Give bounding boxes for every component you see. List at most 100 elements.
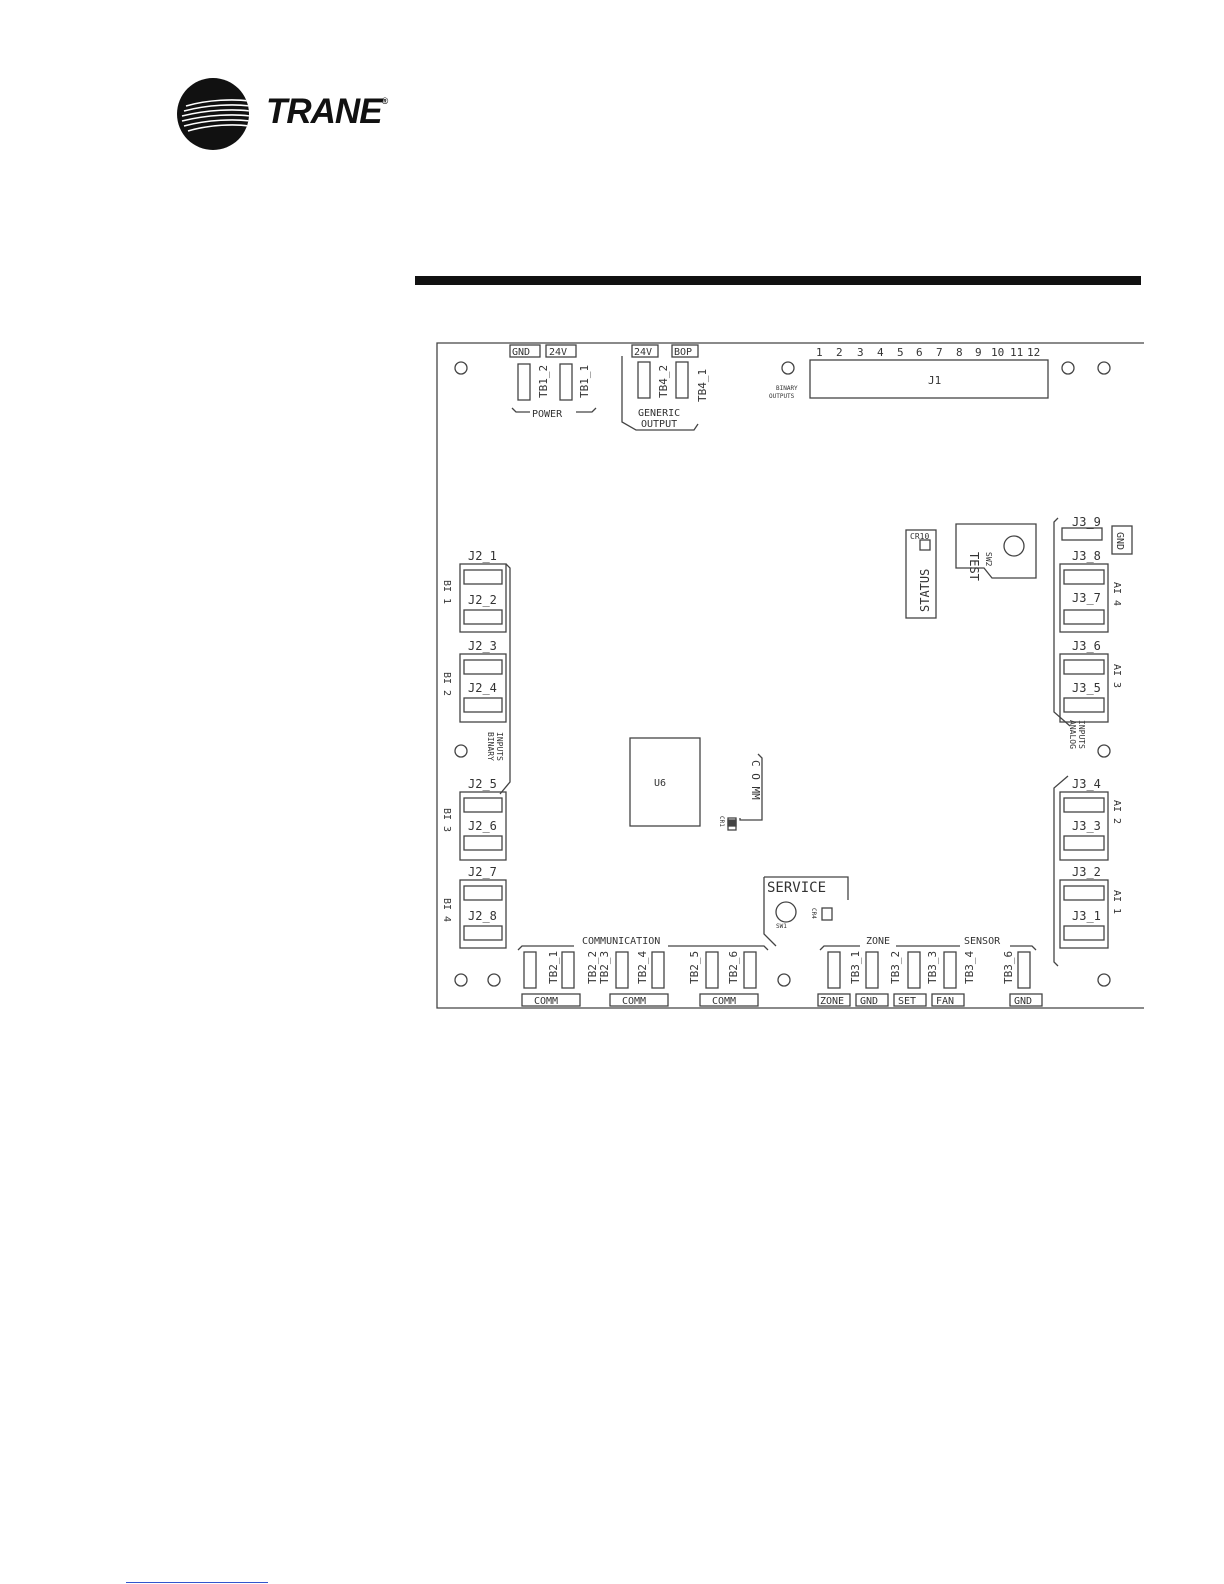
comm-pin-label-1: COMM — [534, 996, 558, 1007]
bi4-group-label: BI 4 — [441, 898, 452, 922]
comm-terminal-tb2-5: TB2_5 — [688, 951, 701, 984]
bi2-pin-j2-3: J2_3 — [468, 639, 497, 653]
j1-pin-11: 11 — [1010, 346, 1023, 359]
generic-output-title-line2: OUTPUT — [641, 419, 677, 430]
power-title: POWER — [532, 409, 563, 420]
test-switch-sw2: SW2 — [984, 552, 993, 567]
comm-terminal-tb2-1: TB2_1 — [547, 951, 560, 984]
ai1-group-label: AI 1 — [1111, 890, 1122, 914]
service-switch-sw1: SW1 — [776, 923, 787, 930]
trane-logo-icon — [177, 78, 249, 150]
ai4-group-label: AI 4 — [1111, 582, 1122, 606]
status-label: STATUS — [918, 569, 932, 612]
generic-output-connector: 24V BOP TB4_2 TB4_1 GENERIC OUTPUT — [621, 344, 709, 431]
controller-board-diagram: GND 24V TB1_2 TB1_1 POWER 24V BOP TB4_2 … — [436, 342, 1144, 1010]
comm-terminal-tb2-2: TB2_2 — [586, 951, 599, 984]
bi3-pin-j2-5: J2_5 — [468, 777, 497, 791]
generic-output-terminal-tb4-1: TB4_1 — [696, 369, 709, 402]
ai4-pin-j3-8: J3_8 — [1072, 549, 1101, 563]
analog-inputs-label-line2: INPUTS — [1077, 720, 1086, 749]
analog-gnd-label: GND — [1114, 532, 1125, 550]
j1-pin-10: 10 — [991, 346, 1004, 359]
brand-wordmark: TRANE® — [266, 92, 389, 132]
j1-pin-7: 7 — [936, 346, 943, 359]
trademark-mark: ® — [381, 96, 389, 106]
j1-pin-2: 2 — [836, 346, 843, 359]
binary-inputs-label-line2: INPUTS — [495, 732, 504, 761]
analog-inputs-label-line1: ANALOG — [1068, 720, 1077, 749]
comm-terminal-tb2-3: TB2_3 — [598, 951, 611, 984]
zone-terminal-tb3-2: TB3_2 — [889, 951, 902, 984]
power-connector: GND 24V TB1_2 TB1_1 POWER — [509, 344, 597, 420]
service-led-cr4: CR4 — [810, 908, 817, 919]
brand-name: TRANE — [266, 92, 383, 131]
ai2-group-label: AI 2 — [1111, 800, 1122, 824]
bi4-pin-j2-7: J2_7 — [468, 865, 497, 879]
ai1-pin-j3-2: J3_2 — [1072, 865, 1101, 879]
comm-led: C O MM CR1 — [718, 753, 763, 831]
binary-outputs-label-line2: OUTPUTS — [769, 393, 795, 400]
ai3-pin-j3-5: J3_5 — [1072, 681, 1101, 695]
status-led: CR10 STATUS — [905, 529, 937, 619]
ai4-pin-j3-7: J3_7 — [1072, 591, 1101, 605]
sensor-title: SENSOR — [964, 936, 1001, 947]
j1-pin-3: 3 — [857, 346, 864, 359]
comm-pin-label-3: COMM — [712, 996, 736, 1007]
u6-label: U6 — [654, 778, 666, 789]
service-label: SERVICE — [767, 880, 826, 896]
zone-terminal-tb3-1: TB3_1 — [849, 951, 862, 984]
bi4-pin-j2-8: J2_8 — [468, 909, 497, 923]
ai1-pin-j3-1: J3_1 — [1072, 909, 1101, 923]
binary-outputs-label-line1: BINARY — [776, 385, 798, 392]
bi2-group-label: BI 2 — [441, 672, 452, 696]
generic-output-title-line1: GENERIC — [638, 408, 680, 419]
bi1-pin-j2-1: J2_1 — [468, 549, 497, 563]
analog-inputs: J3_9 GND ANALOG INPUTS J3_8 J3_7 AI 4 J3… — [1053, 515, 1133, 967]
board-outline — [436, 342, 1144, 1009]
zone-terminal-tb3-4: TB3_4 — [963, 951, 976, 984]
zone-pin-label-gnd: GND — [860, 996, 878, 1007]
test-label: TEST — [967, 552, 981, 581]
j1-pin-8: 8 — [956, 346, 963, 359]
zone-pin-label-fan: FAN — [936, 996, 954, 1007]
j1-pin-9: 9 — [975, 346, 982, 359]
power-pin-gnd: GND — [512, 347, 530, 358]
power-pin-24v: 24V — [549, 347, 567, 358]
status-led-cr10: CR10 — [910, 532, 929, 541]
comm-led-label: C O MM — [749, 760, 762, 800]
zone-title: ZONE — [866, 936, 890, 947]
zone-pin-label-zone: ZONE — [820, 996, 844, 1007]
power-terminal-tb1-2: TB1_2 — [537, 365, 550, 398]
communication-title: COMMUNICATION — [582, 936, 660, 947]
binary-inputs: BINARY INPUTS J2_1 J2_2 BI 1 J2_3 J2_4 B… — [441, 549, 511, 949]
comm-led-cr1: CR1 — [718, 816, 725, 827]
comm-pin-label-2: COMM — [622, 996, 646, 1007]
footer-link-underline[interactable] — [126, 1582, 268, 1584]
j1-binary-outputs: J1 BINARY OUTPUTS 1 2 3 4 5 6 7 8 9 10 1… — [769, 346, 1049, 400]
u6-chip: U6 — [629, 737, 701, 827]
zone-pin-label-set: SET — [898, 996, 916, 1007]
ai2-pin-j3-3: J3_3 — [1072, 819, 1101, 833]
j1-pin-1: 1 — [816, 346, 823, 359]
comm-terminal-tb2-4: TB2_4 — [636, 951, 649, 984]
generic-output-pin-24v: 24V — [634, 347, 652, 358]
ai2-pin-j3-4: J3_4 — [1072, 777, 1101, 791]
mounting-holes — [454, 361, 1111, 987]
comm-terminal-tb2-6: TB2_6 — [727, 951, 740, 984]
j1-pin-4: 4 — [877, 346, 884, 359]
ai3-pin-j3-6: J3_6 — [1072, 639, 1101, 653]
bi2-pin-j2-4: J2_4 — [468, 681, 497, 695]
j1-connector-label: J1 — [928, 374, 941, 387]
communication-terminals: COMMUNICATION TB2_1 TB2_2 TB2_3 TB2_4 TB… — [517, 936, 769, 1007]
zone-sensor-terminals: ZONE SENSOR TB3_1 TB3_2 TB3_3 TB3_4 TB3_… — [817, 936, 1043, 1007]
binary-inputs-label-line1: BINARY — [486, 732, 495, 761]
test-switch: TEST SW2 — [955, 523, 1037, 581]
ai3-group-label: AI 3 — [1111, 664, 1122, 688]
generic-output-pin-bop: BOP — [674, 347, 692, 358]
header-rule — [415, 276, 1141, 285]
generic-output-terminal-tb4-2: TB4_2 — [657, 365, 670, 398]
j1-pin-5: 5 — [897, 346, 904, 359]
j1-pin-12: 12 — [1027, 346, 1040, 359]
service-switch: SERVICE SW1 CR4 — [763, 876, 849, 947]
bi3-pin-j2-6: J2_6 — [468, 819, 497, 833]
